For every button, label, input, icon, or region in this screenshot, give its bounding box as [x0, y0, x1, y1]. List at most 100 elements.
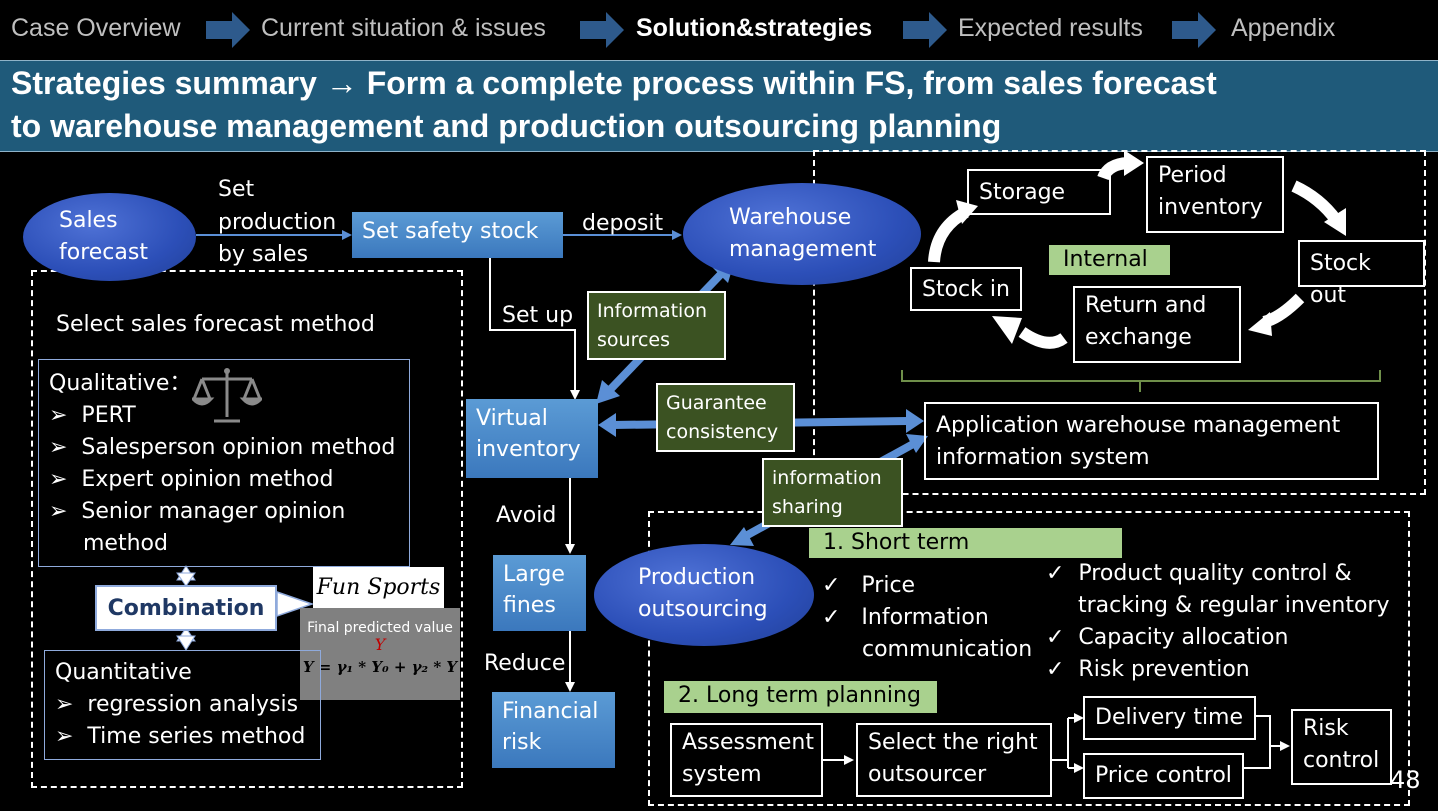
list-item: ➢ Senior manager opinion	[49, 499, 346, 524]
formula-box: Final predicted value Y Y = γ₁ * Y₀ + γ₂…	[300, 608, 460, 700]
reduce-label: Reduce	[484, 651, 566, 676]
risk-control-box[interactable]: Risk control	[1291, 709, 1392, 785]
select-outsourcer-line-2: outsourcer	[868, 762, 987, 787]
internal-label: Internal	[1049, 245, 1170, 275]
period-inventory-line-1: Period	[1158, 163, 1227, 188]
select-outsourcer-line-1: Select the right	[868, 730, 1038, 755]
checkmark-icon: ✓	[822, 573, 862, 598]
chevron-right-icon	[580, 12, 624, 48]
bullet-arrow-icon: ➢	[49, 499, 82, 524]
warehouse-cycle-panel	[813, 150, 1426, 495]
quantitative-box: Quantitative ➢ regression analysis ➢ Tim…	[44, 650, 321, 760]
bullet-arrow-icon: ➢	[55, 692, 88, 717]
list-item-continuation: communication	[862, 637, 1033, 662]
period-inventory-box[interactable]: Period inventory	[1146, 156, 1284, 233]
set-safety-stock-node[interactable]: Set safety stock	[352, 212, 563, 258]
checkmark-icon: ✓	[822, 605, 862, 630]
return-exchange-box[interactable]: Return and exchange	[1073, 286, 1241, 363]
outsourcing-panel	[648, 511, 1410, 806]
checkmark-icon: ✓	[1046, 625, 1079, 650]
set-up-label: Set up	[502, 303, 574, 328]
breadcrumb-item-appendix[interactable]: Appendix	[1231, 14, 1336, 42]
information-sharing-line-1: information	[772, 467, 882, 489]
assessment-system-line-1: Assessment	[682, 730, 814, 755]
financial-risk-node[interactable]: Financial risk	[492, 692, 615, 768]
return-exchange-line-2: exchange	[1085, 325, 1192, 350]
information-sharing-box: information sharing	[762, 458, 903, 527]
sales-forecast-line-2: forecast	[59, 240, 148, 265]
sales-forecast-node[interactable]: Sales forecast	[23, 193, 196, 281]
set-production-label-line-1: Set	[218, 177, 255, 202]
select-outsourcer-box[interactable]: Select the right outsourcer	[856, 723, 1052, 797]
list-item: ➢ Expert opinion method	[49, 467, 334, 492]
delivery-time-box[interactable]: Delivery time	[1083, 696, 1256, 740]
risk-control-line-1: Risk	[1303, 716, 1349, 741]
checkmark-icon: ✓	[1046, 657, 1079, 682]
guarantee-consistency-line-1: Guarantee	[666, 392, 767, 414]
bullet-arrow-icon: ➢	[55, 724, 88, 749]
formula-caption: Final predicted value	[307, 620, 453, 636]
period-inventory-line-2: inventory	[1158, 195, 1263, 220]
breadcrumb-item-expected-results[interactable]: Expected results	[958, 14, 1143, 42]
list-item: Information	[861, 605, 989, 630]
list-item: Capacity allocation	[1078, 625, 1289, 650]
information-sources-line-1: Information	[597, 300, 707, 322]
deposit-label: deposit	[582, 211, 664, 236]
application-system-box[interactable]: Application warehouse management informa…	[924, 402, 1379, 480]
virtual-inventory-line-2: inventory	[476, 437, 581, 462]
bullet-arrow-icon: ➢	[49, 435, 82, 460]
breadcrumb-item-current-situation[interactable]: Current situation & issues	[261, 14, 546, 42]
large-fines-line-2: fines	[503, 593, 556, 618]
return-exchange-line-1: Return and	[1085, 293, 1207, 318]
forecast-method-panel	[31, 270, 463, 788]
warehouse-management-line-1: Warehouse	[729, 205, 852, 230]
information-sources-box: Information sources	[587, 291, 726, 360]
breadcrumb-item-solution[interactable]: Solution&strategies	[636, 14, 873, 42]
forecast-method-heading: Select sales forecast method	[56, 312, 375, 337]
breadcrumb-item-case-overview[interactable]: Case Overview	[11, 14, 181, 42]
short-term-left-list: ✓ Price ✓ Information communication	[822, 570, 1032, 666]
large-fines-node[interactable]: Large fines	[493, 555, 586, 631]
information-sources-line-2: sources	[597, 329, 670, 351]
financial-risk-line-1: Financial	[502, 699, 599, 724]
bullet-arrow-icon: ➢	[49, 467, 82, 492]
guarantee-consistency-line-2: consistency	[666, 421, 779, 443]
large-fines-line-1: Large	[503, 562, 565, 587]
risk-control-line-2: control	[1303, 748, 1380, 773]
warehouse-management-node[interactable]: Warehouse management	[683, 183, 921, 285]
short-term-right-list: ✓ Product quality control & tracking & r…	[1046, 558, 1390, 686]
page-number: 48	[1390, 766, 1421, 794]
chevron-right-icon	[206, 12, 250, 48]
formula-expression: Y = γ₁ * Y₀ + γ₂ * Y	[302, 658, 458, 676]
balance-scale-icon	[192, 368, 262, 423]
financial-risk-line-2: risk	[502, 730, 542, 755]
qualitative-box: Qualitative： ➢ PERT ➢ Salesperson opinio…	[38, 359, 410, 567]
list-item-continuation: tracking & regular inventory	[1078, 593, 1390, 618]
fun-sports-logo: Fun Sports	[313, 567, 444, 608]
avoid-label: Avoid	[496, 503, 557, 528]
list-item-continuation: method	[83, 531, 168, 556]
combination-box: Combination	[95, 585, 277, 631]
bullet-arrow-icon: ➢	[49, 403, 82, 428]
production-outsourcing-line-1: Production	[638, 565, 756, 590]
page-title-line-2: to warehouse management and production o…	[11, 108, 1002, 144]
title-bar: Strategies summary → Form a complete pro…	[0, 60, 1438, 152]
list-item: ➢ regression analysis	[55, 692, 299, 717]
set-production-label-line-2: production	[218, 210, 337, 235]
list-item: ➢ Time series method	[55, 724, 306, 749]
assessment-system-box[interactable]: Assessment system	[670, 723, 823, 797]
price-control-box[interactable]: Price control	[1083, 753, 1244, 799]
storage-box[interactable]: Storage	[967, 169, 1111, 215]
application-system-line-2: information system	[936, 445, 1150, 470]
assessment-system-line-2: system	[682, 762, 762, 787]
checkmark-icon: ✓	[1046, 561, 1079, 586]
virtual-inventory-node[interactable]: Virtual inventory	[466, 399, 598, 478]
virtual-inventory-line-1: Virtual	[476, 406, 548, 431]
formula-symbol: Y	[374, 635, 386, 654]
page-title-line-1: Strategies summary → Form a complete pro…	[11, 65, 1217, 101]
production-outsourcing-line-2: outsourcing	[638, 597, 768, 622]
production-outsourcing-node[interactable]: Production outsourcing	[594, 544, 814, 646]
stock-in-box[interactable]: Stock in	[910, 267, 1022, 311]
qualitative-label: Qualitative：	[49, 371, 192, 396]
stock-out-box[interactable]: Stock out	[1298, 240, 1425, 308]
